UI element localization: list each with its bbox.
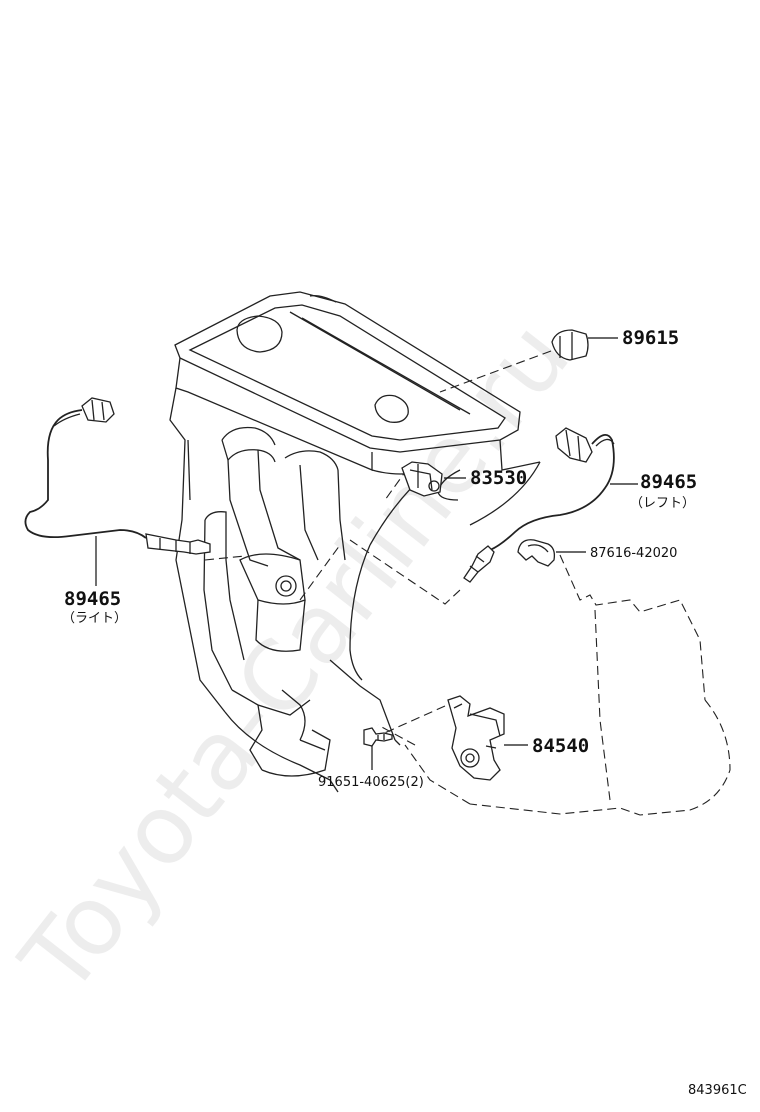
part-number-91651-40625: 91651-40625(2) xyxy=(318,775,424,790)
part-number-89465-right: 89465 xyxy=(64,588,121,610)
side-note-right: （ライト） xyxy=(62,611,127,626)
oxygen-sensor-right xyxy=(24,397,211,555)
side-note-left: （レフト） xyxy=(630,496,695,511)
neutral-start-switch xyxy=(447,695,505,781)
figure-code: 843961C xyxy=(688,1083,747,1098)
location-guides xyxy=(204,350,552,736)
part-number-89615: 89615 xyxy=(622,327,679,349)
transaxle-outline xyxy=(377,554,731,816)
part-number-89465-left: 89465 xyxy=(640,471,697,493)
part-number-84540: 84540 xyxy=(532,735,589,757)
oil-pressure-switch xyxy=(401,461,443,497)
sensor-clamp xyxy=(517,539,556,567)
bolt xyxy=(363,727,393,747)
part-number-83530: 83530 xyxy=(470,467,527,489)
part-number-87616-42020: 87616-42020 xyxy=(590,546,677,561)
oxygen-sensor-left xyxy=(463,427,615,583)
cam-position-sensor xyxy=(551,329,589,361)
exhaust-manifold xyxy=(203,426,346,777)
